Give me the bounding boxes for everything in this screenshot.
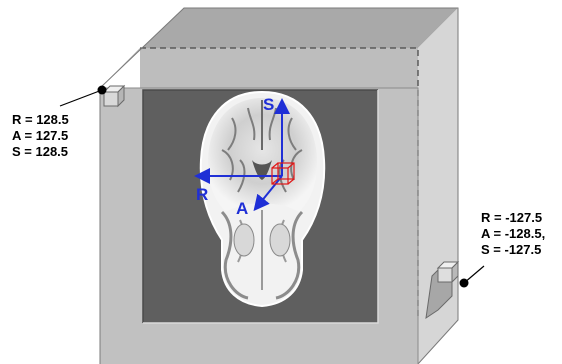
bottom-corner-a-value: A = -128.5, [481,226,546,241]
small-gray-cube-icon [102,84,126,108]
a-axis-label: A [236,199,248,218]
red-voxel-cube-icon [271,162,295,185]
a-axis-arrow [253,175,283,212]
bottom-corner-coordinates: R = -127.5 A = -128.5, S = -127.5 [481,210,545,258]
top-corner-coordinates: R = 128.5 A = 127.5 S = 128.5 [12,112,69,160]
black-dot-icon [97,85,107,95]
bottom-corner-s-value: S = -127.5 [481,242,542,257]
bottom-corner-r-value: R = -127.5 [481,210,543,225]
box-inner-top-face [140,48,418,88]
r-axis-label: R [196,185,208,204]
top-corner-a-value: A = 127.5 [12,128,69,143]
slice-bevel [142,89,378,323]
box-edge-inner [100,87,419,364]
box-edge-top [99,7,459,364]
small-gray-cube-icon-bottom [425,260,460,320]
slice-bevel-light [143,90,379,324]
box-hidden-edge [140,47,419,320]
top-corner-s-value: S = 128.5 [12,144,69,159]
leader-line-top [59,89,103,107]
black-dot-icon-bottom [459,278,469,288]
top-corner-r-value: R = 128.5 [12,112,69,127]
s-axis-label: S [263,95,274,114]
